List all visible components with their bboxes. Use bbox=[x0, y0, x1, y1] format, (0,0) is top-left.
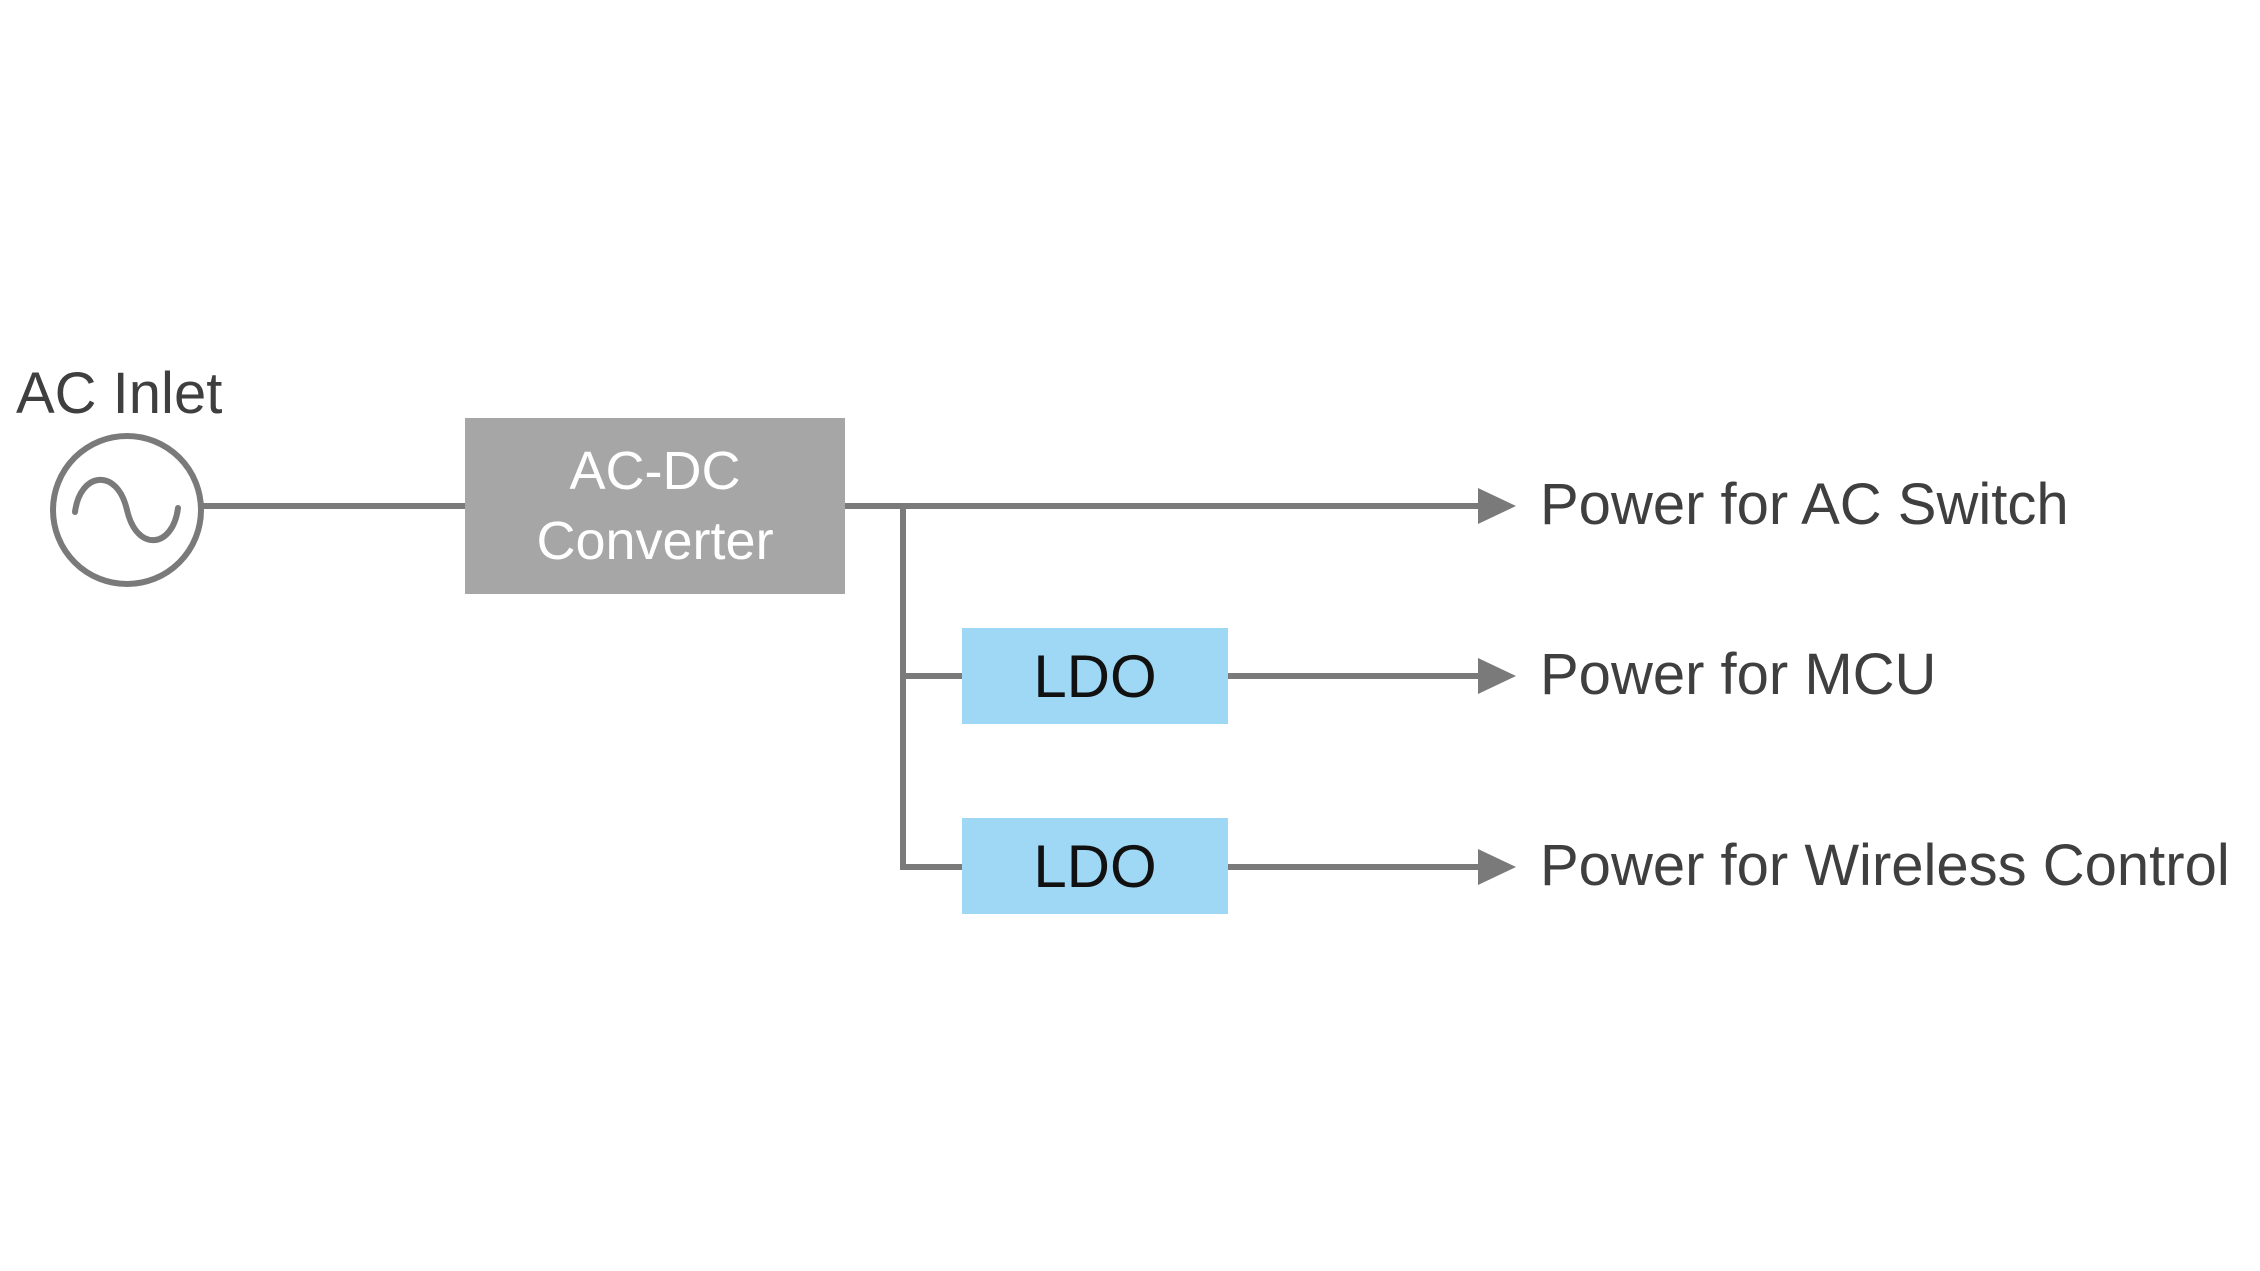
arrowhead-icon bbox=[1478, 849, 1516, 885]
output-label-wireless-control: Power for Wireless Control bbox=[1540, 833, 2230, 899]
ac-source-circle bbox=[50, 433, 204, 587]
sine-wave-icon bbox=[72, 476, 181, 544]
arrowhead-icon bbox=[1478, 488, 1516, 524]
output-label-ac-switch: Power for AC Switch bbox=[1540, 472, 2069, 538]
ac-source-icon bbox=[50, 433, 204, 587]
ldo-box-1: LDO bbox=[962, 628, 1228, 724]
acdc-converter-box: AC-DC Converter bbox=[465, 418, 845, 594]
ldo-box-2: LDO bbox=[962, 818, 1228, 914]
output-label-mcu: Power for MCU bbox=[1540, 642, 1937, 708]
arrowhead-icon bbox=[1478, 658, 1516, 694]
ac-inlet-label: AC Inlet bbox=[16, 361, 223, 426]
